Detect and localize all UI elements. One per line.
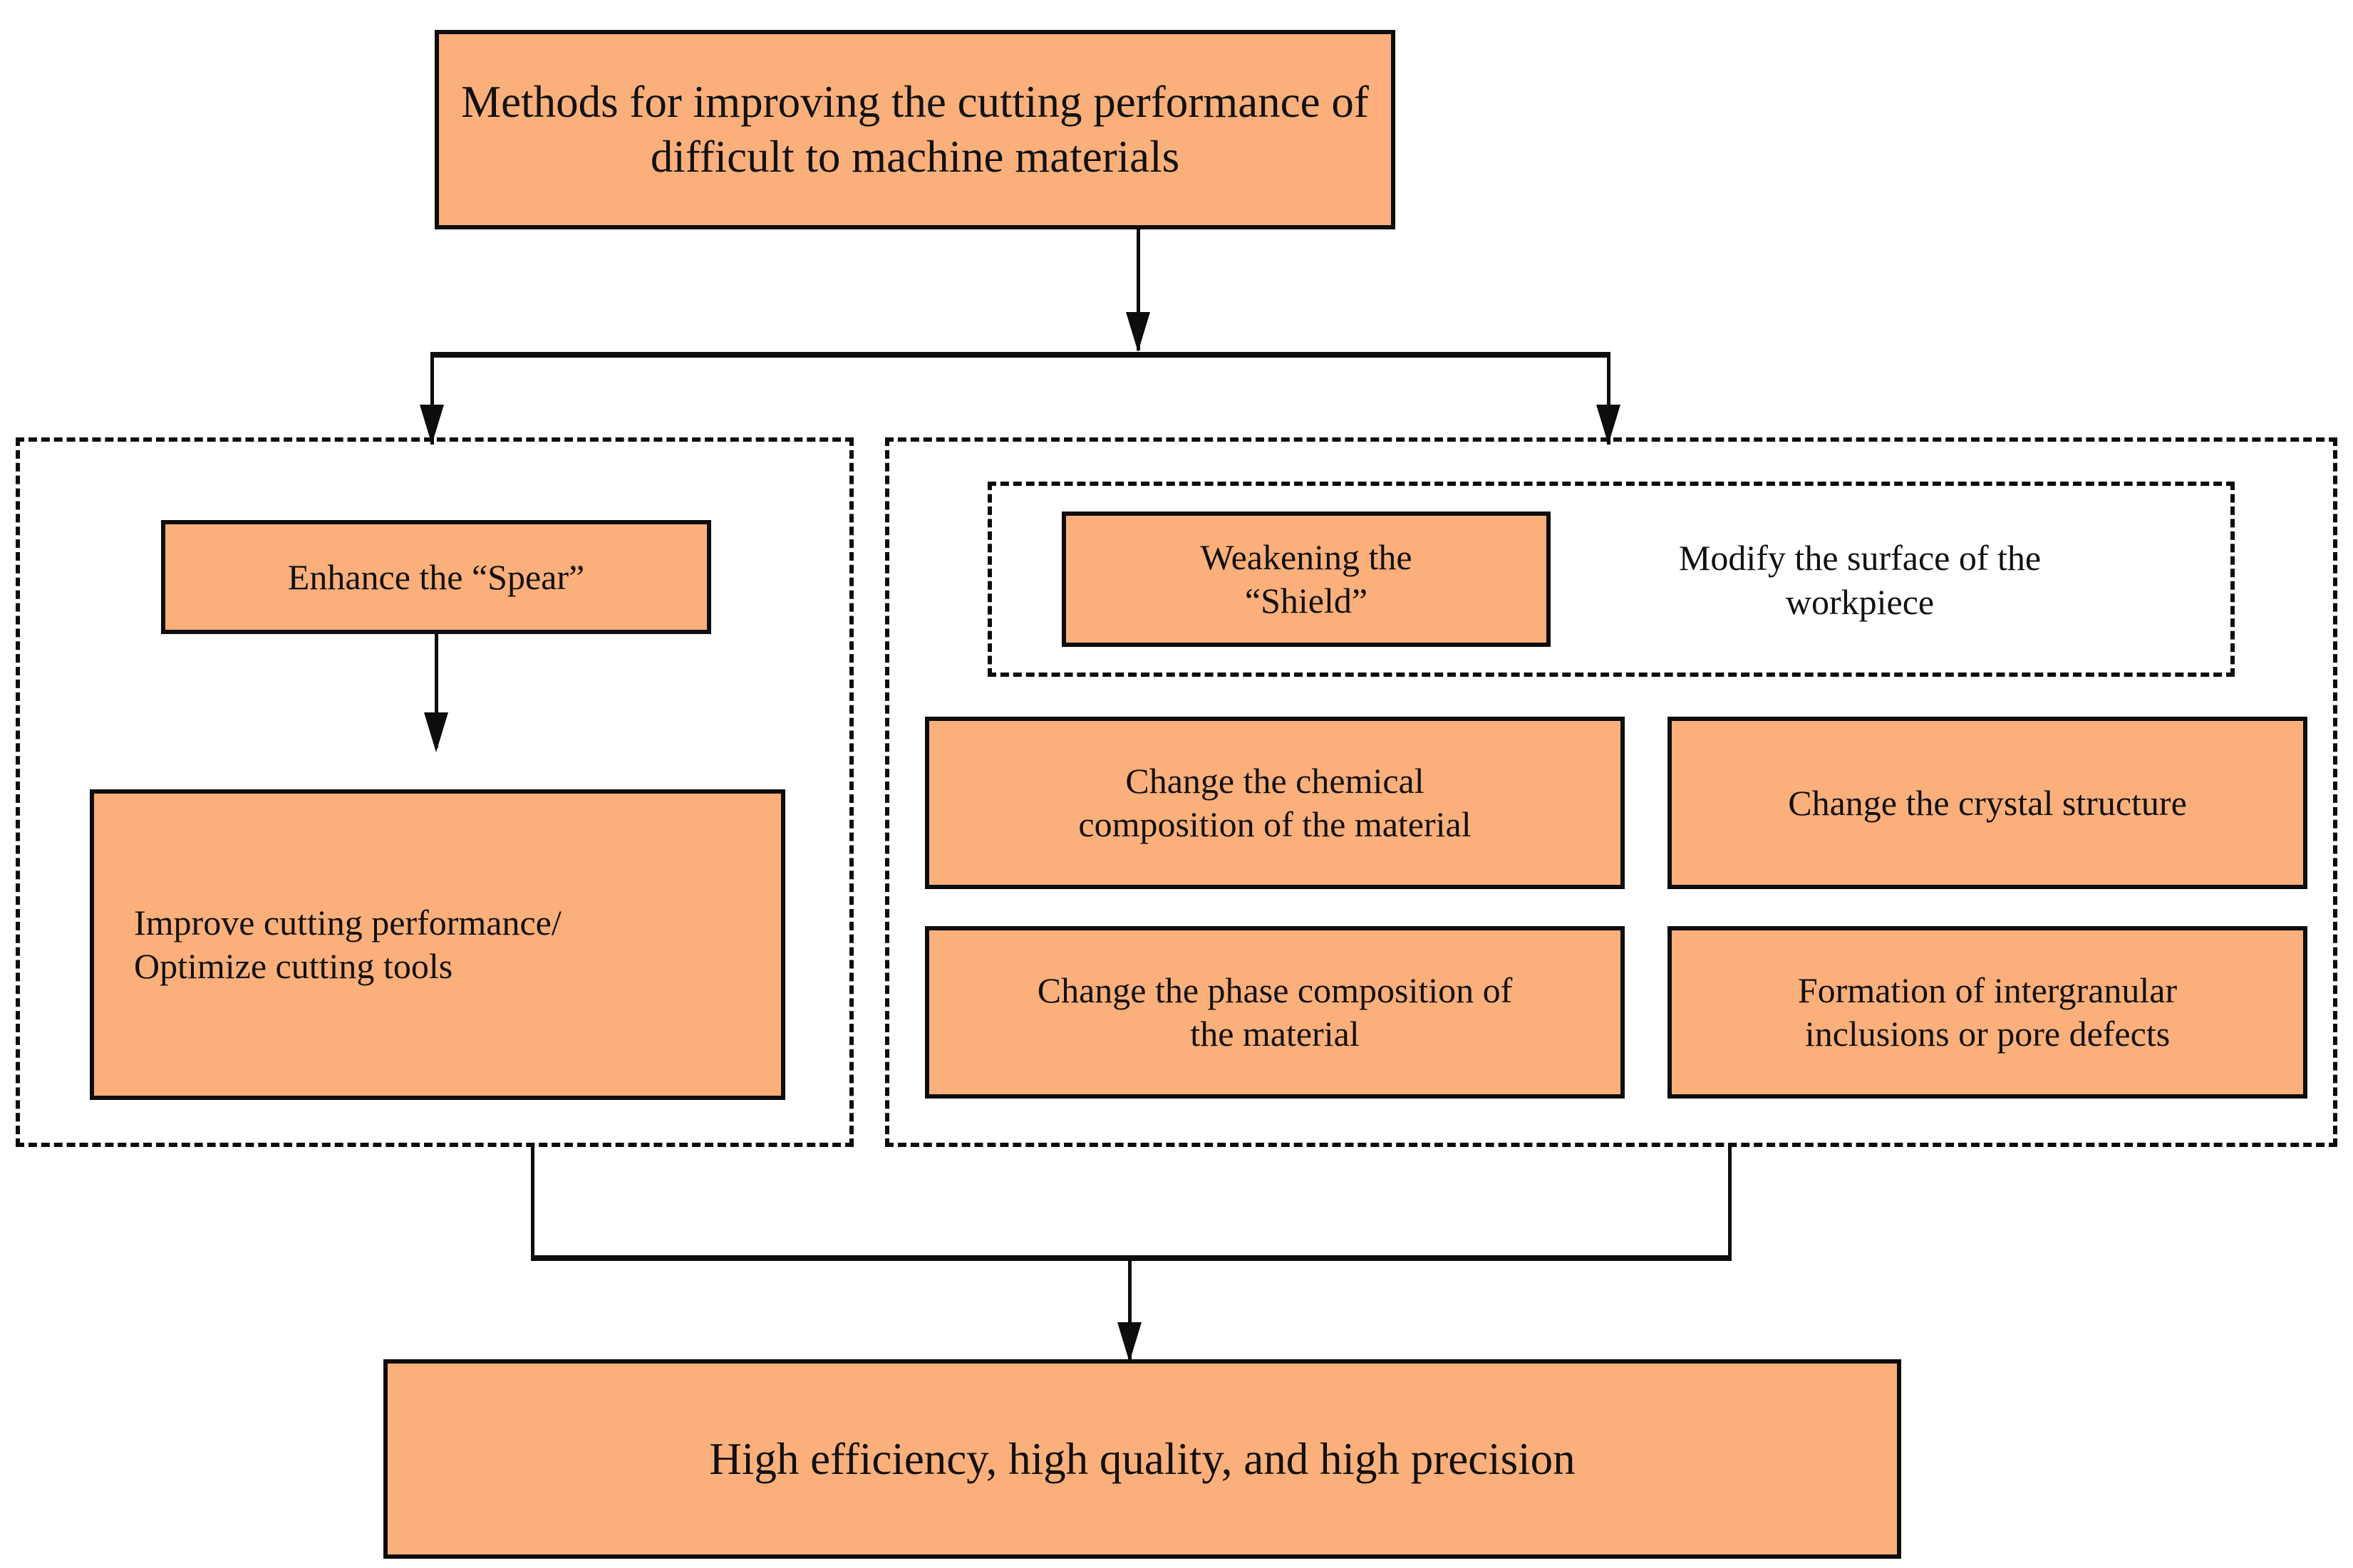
node-outcome-high-efficiency: High efficiency, high quality, and high …: [383, 1359, 1901, 1559]
node-change-phase-composition: Change the phase composition of the mate…: [925, 926, 1625, 1099]
node-change-crystal-structure: Change the crystal structure: [1667, 717, 2307, 889]
connector-spear-to-improve: [435, 634, 438, 748]
connector-drop-right: [1607, 352, 1610, 445]
connector-title-stem: [1137, 229, 1140, 351]
caption-modify-surface: Modify the surface of the workpiece: [1678, 537, 2042, 623]
arrowhead-title-to-bar: [1126, 312, 1150, 352]
node-weakening-shield: Weakening the “Shield”: [1062, 512, 1551, 647]
group-surface-modification: [988, 482, 2235, 677]
arrowhead-spear-to-improve: [424, 712, 448, 752]
node-change-chemical-composition: Change the chemical composition of the m…: [925, 717, 1625, 889]
connector-left-group-down: [531, 1143, 534, 1259]
connector-drop-left: [430, 352, 434, 445]
connector-merge-to-outcome: [1128, 1255, 1132, 1368]
arrowhead-to-outcome: [1117, 1322, 1142, 1362]
node-title-methods: Methods for improving the cutting perfor…: [435, 30, 1395, 229]
node-improve-cutting: Improve cutting performance/ Optimize cu…: [90, 789, 785, 1100]
connector-right-group-down: [1728, 1143, 1732, 1259]
group-spear: [16, 437, 854, 1147]
group-shield: [885, 437, 2337, 1147]
node-formation-inclusions: Formation of intergranular inclusions or…: [1667, 926, 2307, 1099]
node-enhance-spear: Enhance the “Spear”: [161, 520, 711, 634]
connector-split-bar: [430, 352, 1143, 358]
connector-split-bar-right: [1137, 352, 1610, 358]
